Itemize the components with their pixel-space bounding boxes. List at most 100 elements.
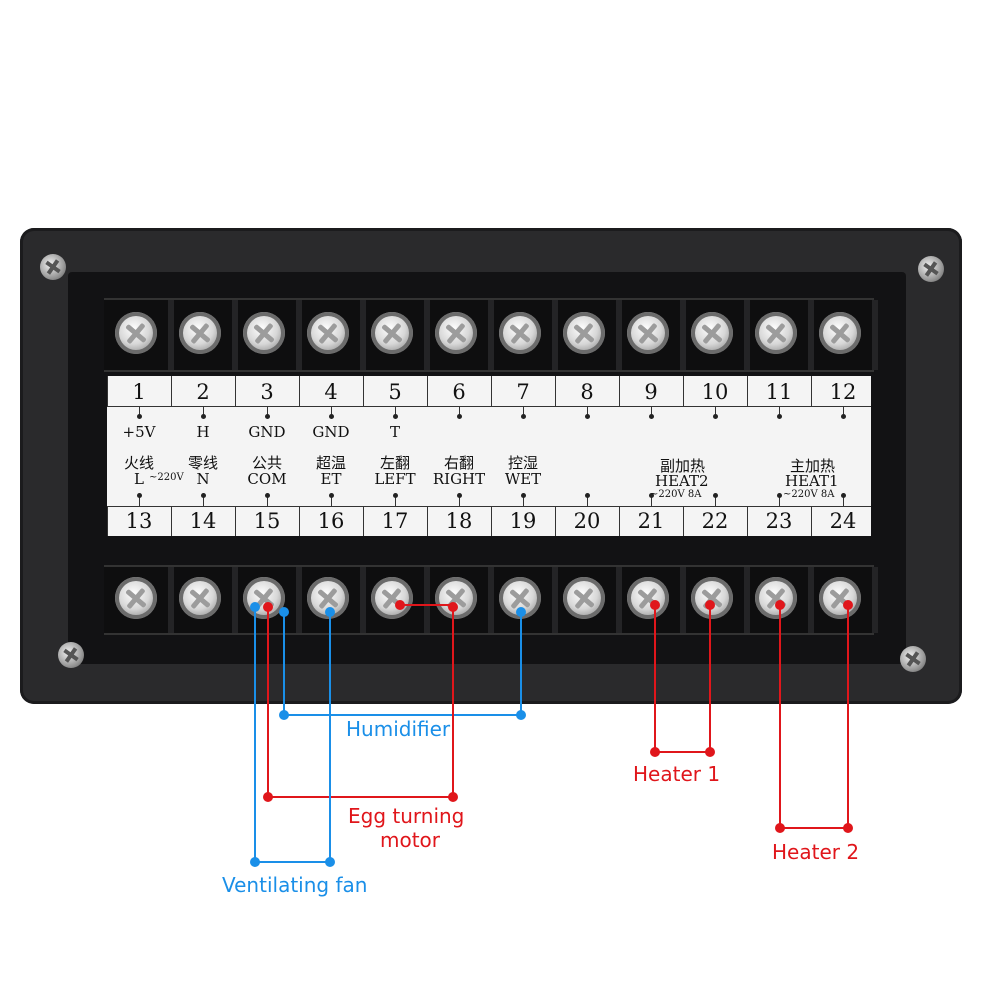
bottom-terminal-cell	[235, 567, 302, 633]
top-terminal-number: 5	[388, 380, 402, 404]
heat2-en-label: HEAT2	[655, 472, 709, 490]
terminal-15-blue-dot	[279, 607, 289, 617]
top-terminal-number: 4	[324, 380, 338, 404]
heater1-wire	[654, 605, 711, 753]
heater1-label: Heater 1	[633, 762, 721, 786]
humidifier-label: Humidifier	[346, 717, 451, 741]
top-cell-divider	[299, 376, 300, 406]
terminal-separator	[424, 300, 430, 370]
bottom-terminal-cell	[363, 567, 430, 633]
top-cell-divider	[619, 376, 620, 406]
terminal-screw-icon	[627, 577, 669, 619]
heater2-corner-dot	[843, 823, 853, 833]
top-terminal-number: 12	[829, 380, 857, 404]
mount-screw-top-right	[918, 256, 944, 282]
top-terminal-number: 7	[516, 380, 530, 404]
top-terminal-cell	[555, 300, 622, 370]
egg-turning-wire	[267, 607, 454, 798]
terminal-screw-icon	[563, 577, 605, 619]
bottom-tick	[843, 496, 844, 506]
top-cell-divider	[427, 376, 428, 406]
top-tick	[331, 406, 332, 416]
terminal-screw-icon	[499, 312, 541, 354]
bottom-terminal-cn-label: 公共	[251, 454, 282, 472]
heater2-corner-dot	[775, 823, 785, 833]
bottom-terminal-cell	[555, 567, 622, 633]
top-terminal-number: 8	[580, 380, 594, 404]
top-number-row	[107, 376, 871, 407]
bottom-tick-dot	[137, 493, 142, 498]
heat1-rating-label: ~220V 8A	[783, 489, 835, 500]
terminal-screw-icon	[563, 312, 605, 354]
top-tick-dot	[265, 414, 270, 419]
ventilating-fan-wire	[254, 607, 331, 863]
terminal-separator	[296, 300, 302, 370]
bottom-terminal-cell	[107, 567, 174, 633]
bottom-tick-dot	[521, 493, 526, 498]
bottom-cell-divider	[427, 506, 428, 536]
bottom-cell-divider	[683, 506, 684, 536]
top-terminal-sublabel: GND	[312, 423, 350, 441]
bottom-terminal-block	[104, 565, 878, 635]
bottom-tick	[779, 496, 780, 506]
ventilating-fan-label: Ventilating fan	[222, 873, 368, 897]
bottom-tick-dot	[649, 493, 654, 498]
bottom-tick-dot	[841, 493, 846, 498]
terminal-screw-icon	[115, 312, 157, 354]
bottom-cell-divider	[491, 506, 492, 536]
bottom-terminal-cell	[811, 567, 878, 633]
top-tick	[523, 406, 524, 416]
bottom-tick	[395, 496, 396, 506]
top-cell-divider	[107, 376, 108, 406]
mount-screw-bottom-right	[900, 646, 926, 672]
egg-turning-motor-label: motor	[380, 828, 441, 852]
terminal-screw-icon	[435, 312, 477, 354]
terminal-separator	[488, 567, 494, 633]
terminal-separator	[232, 300, 238, 370]
terminal-24-dot	[843, 600, 853, 610]
bottom-tick	[523, 496, 524, 506]
terminal-separator	[744, 300, 750, 370]
bottom-terminal-number: 24	[829, 509, 857, 533]
bottom-terminal-cn-label: 零线	[187, 454, 218, 472]
terminal-23-dot	[775, 600, 785, 610]
bottom-cell-divider	[619, 506, 620, 536]
bottom-cell-divider	[299, 506, 300, 536]
bottom-tick	[203, 496, 204, 506]
terminal-separator	[296, 567, 302, 633]
top-terminal-cell	[491, 300, 558, 370]
top-cell-divider	[747, 376, 748, 406]
bottom-number-row	[107, 506, 871, 537]
bottom-tick	[331, 496, 332, 506]
bottom-cell-divider	[171, 506, 172, 536]
top-terminal-sublabel: GND	[248, 423, 286, 441]
top-terminal-sublabel: T	[389, 423, 400, 441]
terminal-screw-icon	[627, 312, 669, 354]
bottom-terminal-number: 23	[765, 509, 793, 533]
terminal-separator	[488, 300, 494, 370]
terminal-screw-icon	[179, 577, 221, 619]
bottom-tick	[715, 496, 716, 506]
bottom-terminal-number: 20	[573, 509, 601, 533]
terminal-separator	[808, 300, 814, 370]
top-terminal-sublabel: +5V	[122, 423, 156, 441]
bottom-tick	[139, 496, 140, 506]
top-tick-dot	[457, 414, 462, 419]
top-terminal-number: 10	[701, 380, 729, 404]
bottom-terminal-number: 22	[701, 509, 729, 533]
top-terminal-cell	[235, 300, 302, 370]
bottom-tick-dot	[393, 493, 398, 498]
bottom-cell-divider	[363, 506, 364, 536]
heater1-corner-dot	[650, 747, 660, 757]
top-terminal-number: 6	[452, 380, 466, 404]
heat1-en-label: HEAT1	[785, 472, 839, 490]
terminal-screw-icon	[755, 577, 797, 619]
bottom-terminal-en-label: ET	[320, 470, 342, 488]
voltage-label: ~220V	[149, 472, 184, 483]
top-tick-dot	[137, 414, 142, 419]
terminal-21-dot	[650, 600, 660, 610]
bottom-terminal-cn-label: 左翻	[379, 454, 410, 472]
